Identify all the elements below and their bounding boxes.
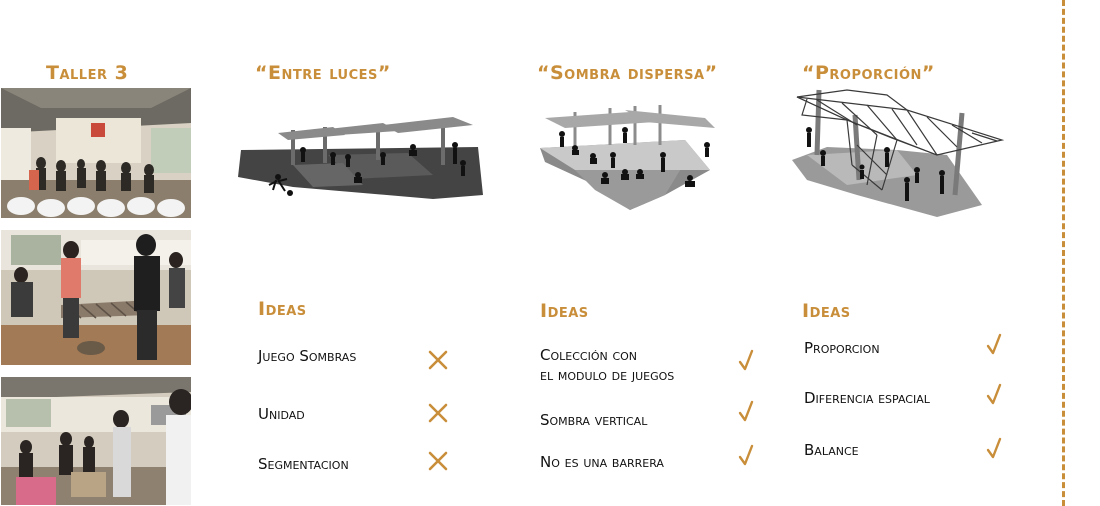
ideas-heading-3: Ideas bbox=[802, 300, 851, 322]
idea-diferencia-espacial: Diferencia espacial bbox=[804, 389, 930, 407]
check-icon bbox=[986, 437, 1002, 459]
idea-juego-sombras: Juego Sombras bbox=[258, 347, 357, 365]
check-icon bbox=[738, 400, 754, 422]
check-icon bbox=[986, 383, 1002, 405]
idea-coleccion: Colección con bbox=[540, 346, 638, 364]
check-icon bbox=[986, 333, 1002, 355]
concept-title-proporcion: “Proporción” bbox=[802, 62, 935, 84]
concept-title-sombra-dispersa: “Sombra dispersa” bbox=[537, 62, 718, 84]
dashed-divider bbox=[1062, 0, 1065, 506]
concept-title-entre-luces: “Entre luces” bbox=[255, 62, 391, 84]
render-proporcion bbox=[787, 85, 1009, 220]
workshop-photo-1 bbox=[1, 88, 191, 218]
idea-balance: Balance bbox=[804, 441, 859, 459]
idea-coleccion-line2: el modulo de juegos bbox=[540, 366, 675, 384]
ideas-heading-1: Ideas bbox=[258, 298, 307, 320]
idea-segmentacion: Segmentacion bbox=[258, 455, 349, 473]
cross-icon bbox=[428, 451, 448, 471]
idea-no-es-barrera: No es una barrera bbox=[540, 453, 664, 471]
workshop-photo-2 bbox=[1, 230, 191, 365]
ideas-heading-2: Ideas bbox=[540, 300, 589, 322]
cross-icon bbox=[428, 403, 448, 423]
taller-title: Taller 3 bbox=[46, 62, 129, 84]
idea-unidad: Unidad bbox=[258, 405, 305, 423]
render-sombra-dispersa bbox=[535, 100, 725, 225]
workshop-photo-3 bbox=[1, 377, 191, 505]
check-icon bbox=[738, 444, 754, 466]
idea-sombra-vertical: Sombra vertical bbox=[540, 411, 648, 429]
idea-proporcion: Proporcion bbox=[804, 339, 880, 357]
check-icon bbox=[738, 349, 754, 371]
cross-icon bbox=[428, 350, 448, 370]
render-entre-luces bbox=[233, 95, 485, 215]
